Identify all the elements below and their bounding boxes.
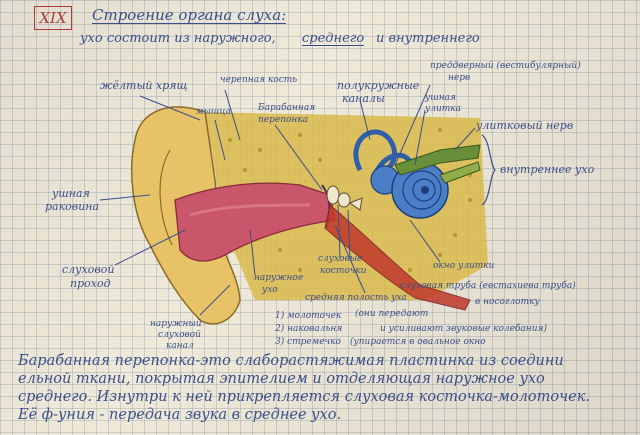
- paragraph-line: среднего. Изнутри к ней прикрепляется сл…: [18, 389, 590, 405]
- label-eustachian: слуховая труба (евстахиева труба): [400, 281, 576, 291]
- subtitle-middle: среднего: [302, 31, 365, 46]
- cochlear-nerve: [439, 161, 481, 184]
- label-eardrum-2: перепонка: [258, 115, 309, 125]
- ossicle-list-item: 2) наковальня: [275, 324, 343, 334]
- label-cochlea-2: улитка: [425, 104, 462, 114]
- paragraph-line: ельной ткани, покрытая эпителием и отдел…: [18, 371, 545, 387]
- label-ossicles-1: слуховые: [318, 254, 363, 264]
- cochlea: [391, 161, 449, 219]
- ossicle-list-item: 1) молоточек: [275, 311, 342, 321]
- ear-canal: [174, 182, 336, 262]
- label-nasopharynx: в носоглотку: [475, 297, 540, 307]
- label-external-canal-3: канал: [166, 341, 194, 351]
- ossicles: [326, 185, 363, 211]
- label-eardrum-1: Барабанная: [258, 103, 316, 113]
- label-ear-canal-2: проход: [70, 277, 111, 290]
- label-external-canal-2: слуховой: [158, 330, 201, 340]
- page-title: Строение органа слуха:: [92, 6, 287, 24]
- paragraph-line: Барабанная перепонка-это слаборастяжимая…: [18, 353, 564, 369]
- vestibular-nerve: [394, 144, 481, 176]
- label-auricle-1: ушная: [52, 187, 90, 200]
- ossicle-note: и усиливают звуковые колебания): [380, 324, 547, 334]
- eustachian-tube: [324, 204, 471, 311]
- label-yellow-cartilage: жёлтый хрящ: [100, 79, 188, 92]
- leader-lines: [99, 84, 476, 316]
- label-semicircular-1: полукружные: [337, 79, 420, 92]
- label-cochlea-1: ушная: [425, 93, 456, 103]
- label-outer-ear-2: ухо: [262, 285, 278, 295]
- label-vestibular-nerve-1: преддверный (вестибулярный): [430, 61, 581, 71]
- section-number-box: XIX: [34, 6, 72, 30]
- inner-ear-bracket: [481, 134, 496, 206]
- label-round-window: окно улитки: [433, 261, 495, 271]
- ossicle-list-item: 3) стремечко: [275, 337, 341, 347]
- label-middle-ear: средняя полость уха: [305, 293, 407, 303]
- label-external-canal-1: наружный: [150, 319, 202, 329]
- label-muscle: мышца: [196, 107, 231, 117]
- label-ear-canal-1: слуховой: [62, 263, 115, 276]
- label-temporal-bone: черепная кость: [220, 75, 298, 85]
- label-inner-ear: внутреннее ухо: [500, 163, 595, 176]
- ossicle-note: (упирается в овальное окно: [350, 337, 486, 347]
- label-auricle-2: раковина: [45, 200, 100, 213]
- paragraph-line: Её ф-уния - передача звука в среднее ухо…: [18, 407, 342, 423]
- label-semicircular-2: каналы: [342, 92, 385, 105]
- label-cochlear-nerve: улитковый нерв: [476, 119, 574, 132]
- label-vestibular-nerve-2: нерв: [448, 73, 471, 83]
- label-outer-ear-1: наружное: [254, 273, 304, 283]
- subtitle-prefix: ухо состоит из наружного,: [80, 31, 276, 46]
- label-ossicles-2: косточки: [320, 266, 367, 276]
- ossicle-note: (они передают: [355, 309, 429, 319]
- subtitle-suffix: и внутреннего: [376, 31, 480, 46]
